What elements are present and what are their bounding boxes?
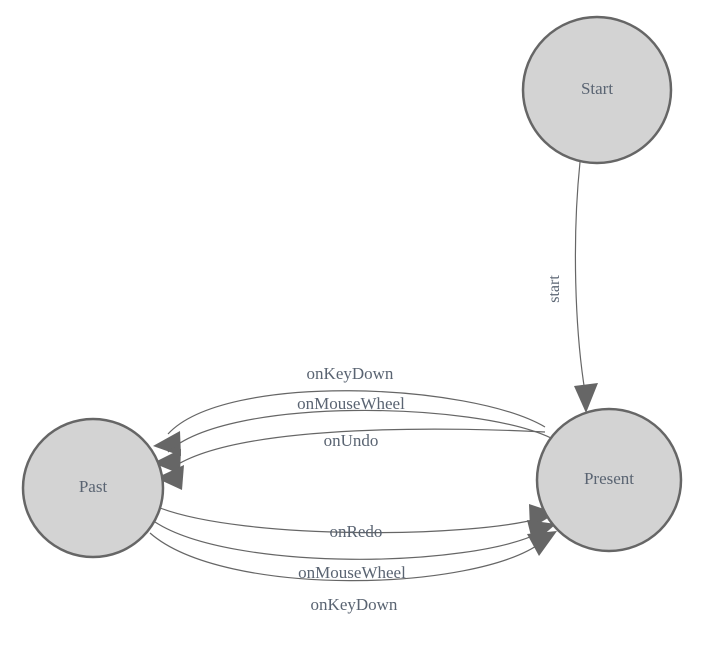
edge-start-to-present-arrowhead bbox=[574, 383, 598, 413]
edge-present-to-past-onundo[interactable]: onUndo bbox=[156, 428, 546, 490]
node-past[interactable]: Past bbox=[21, 417, 165, 559]
node-past-shape bbox=[21, 417, 165, 559]
edge-label-present-past-onmousewheel: onMouseWheel bbox=[297, 394, 405, 413]
edge-present-to-past-onkeydown-line bbox=[167, 390, 546, 435]
node-present-shape bbox=[535, 407, 683, 553]
node-present[interactable]: Present bbox=[535, 407, 683, 553]
edge-start-to-present-line bbox=[574, 161, 586, 393]
edge-label-start: start bbox=[546, 275, 563, 303]
edge-past-to-present-onmousewheel-line bbox=[154, 521, 542, 560]
edge-label-past-present-onkeydown: onKeyDown bbox=[311, 595, 398, 614]
edge-label-present-past-onkeydown: onKeyDown bbox=[307, 364, 394, 383]
edge-past-to-present-onkeydown-arrowhead bbox=[527, 531, 557, 556]
node-start-shape bbox=[521, 15, 673, 165]
edge-start-to-present[interactable]: start bbox=[546, 161, 598, 413]
edge-label-past-present-onredo: onRedo bbox=[330, 522, 383, 541]
edge-present-to-past-onmousewheel[interactable]: onMouseWheel bbox=[153, 394, 552, 474]
node-start-label: Start bbox=[581, 79, 613, 98]
edge-present-to-past-onkeydown-arrowhead bbox=[153, 431, 181, 456]
edge-label-past-present-onmousewheel: onMouseWheel bbox=[298, 563, 406, 582]
edge-present-to-past-onkeydown[interactable]: onKeyDown bbox=[153, 364, 546, 456]
edge-present-to-past-onmousewheel-line bbox=[167, 409, 552, 453]
edge-past-to-present-onredo[interactable]: onRedo bbox=[159, 504, 556, 541]
node-start[interactable]: Start bbox=[521, 15, 673, 165]
node-present-label: Present bbox=[584, 469, 634, 488]
edge-present-to-past-onundo-line bbox=[171, 428, 546, 469]
edge-past-to-present-onkeydown-line bbox=[149, 532, 543, 582]
edge-present-to-past-onmousewheel-arrowhead bbox=[153, 449, 181, 474]
edge-past-to-present-onkeydown[interactable]: onKeyDown bbox=[149, 531, 557, 614]
edge-label-present-past-onundo: onUndo bbox=[324, 431, 379, 450]
edge-past-to-present-onredo-line bbox=[159, 507, 542, 534]
edge-present-to-past-onundo-arrowhead bbox=[156, 465, 184, 490]
node-past-label: Past bbox=[79, 477, 108, 496]
